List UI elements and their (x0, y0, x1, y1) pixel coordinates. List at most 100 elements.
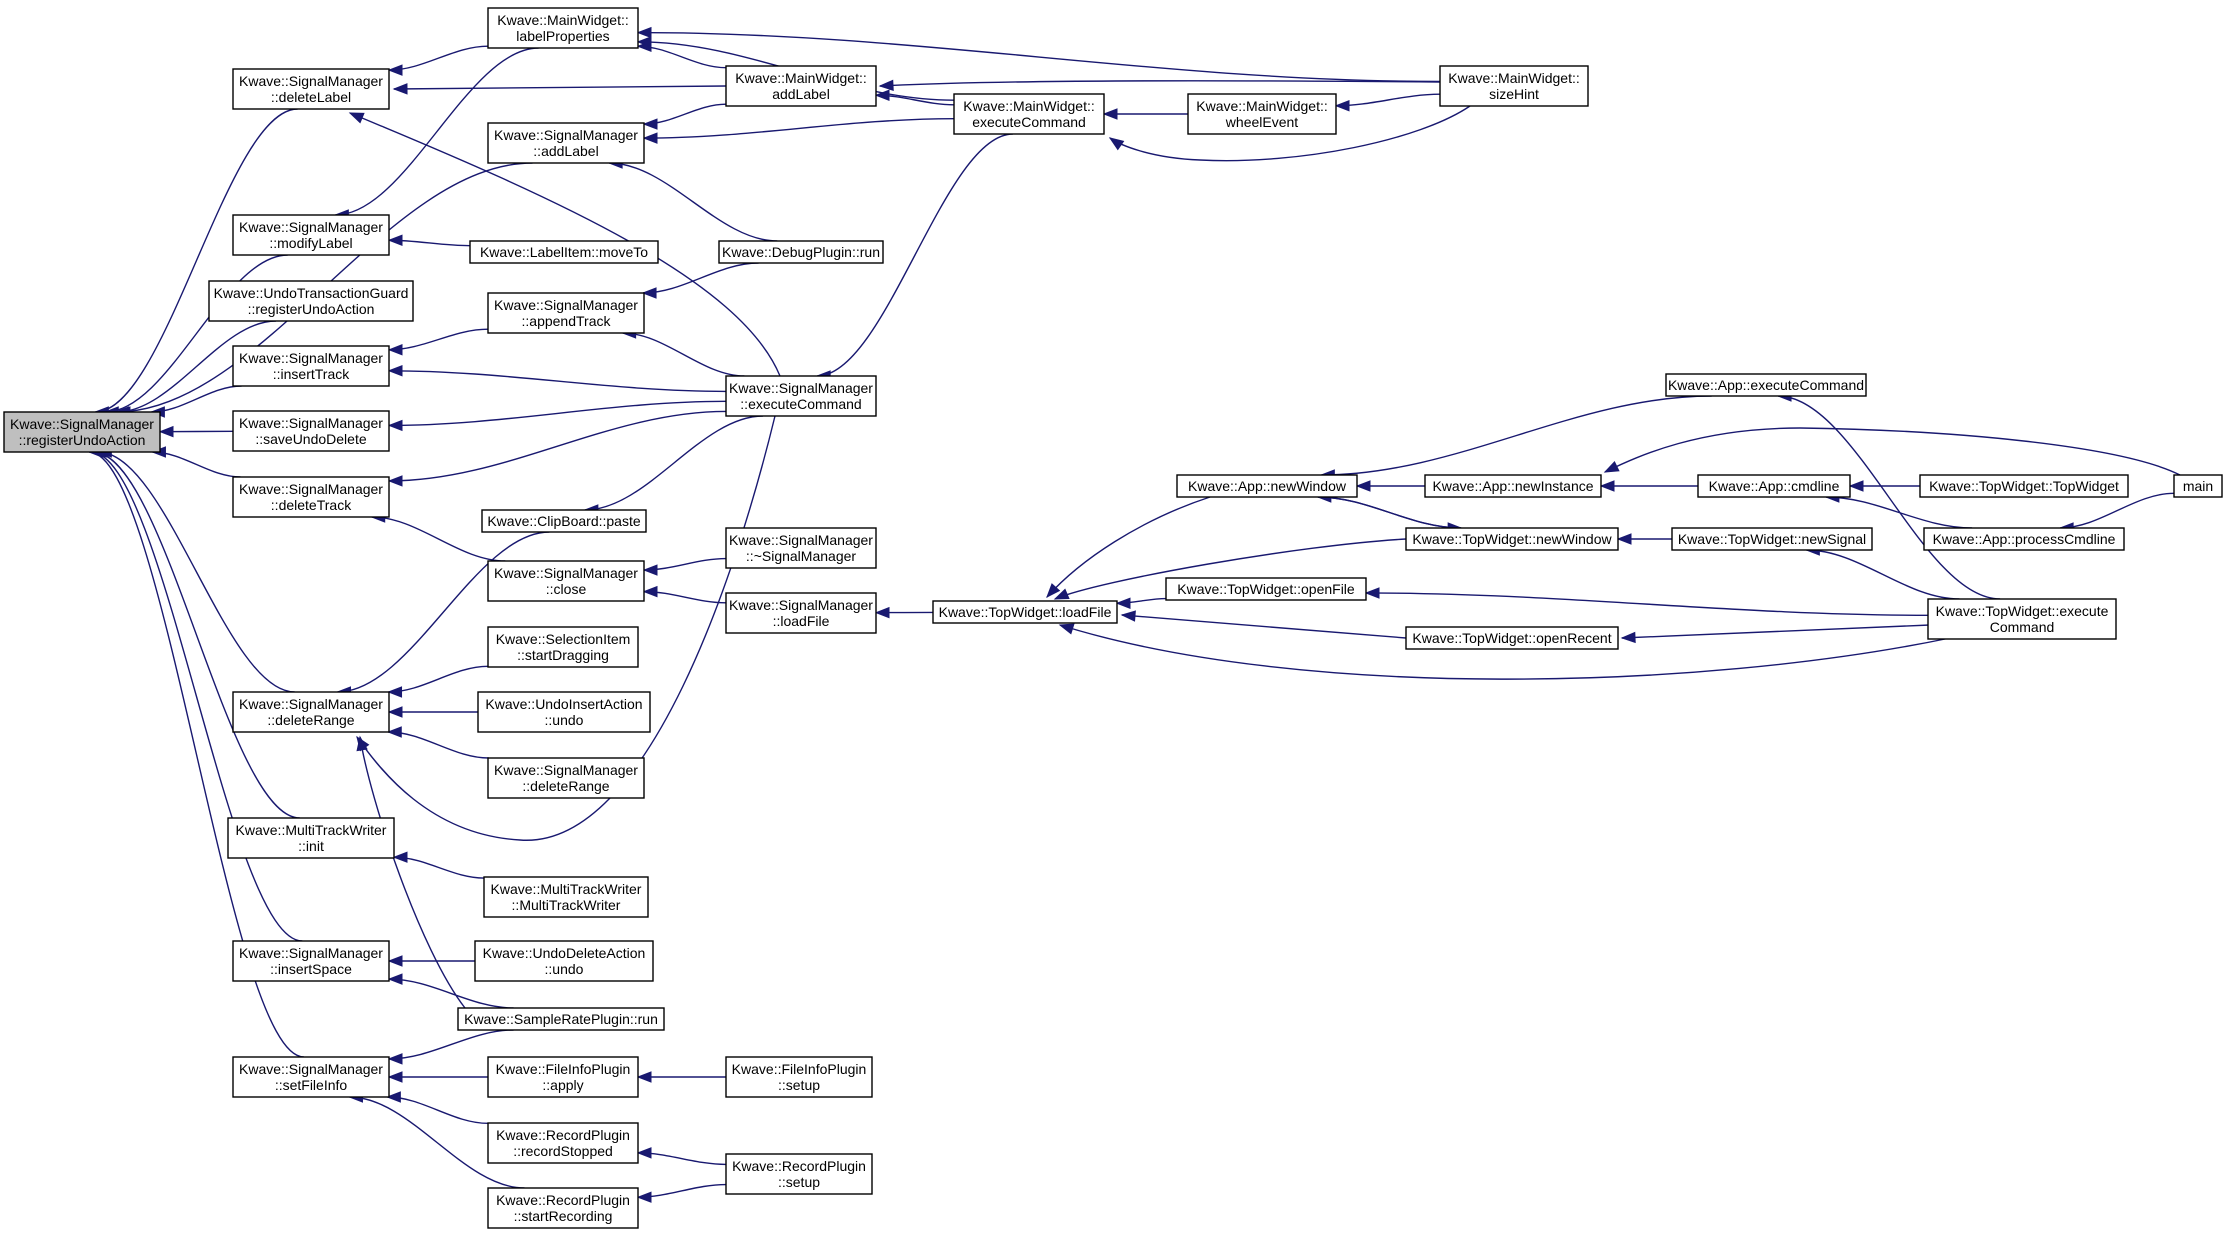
graph-node-tw-ctor[interactable]: Kwave::TopWidget::TopWidget (1919, 474, 2129, 498)
arrowhead (158, 425, 174, 438)
call-edge-tw_openFile-to-tw_loadFile (1115, 597, 1167, 609)
arrowhead (642, 132, 658, 144)
node-label: Kwave::RecordPlugin (496, 1192, 630, 1208)
call-edge-sm_deleteTrack-to-root (151, 446, 241, 478)
edge-line (151, 385, 242, 413)
edge-line (349, 1096, 525, 1189)
graph-node-mw-executeCommand[interactable]: Kwave::MainWidget::executeCommand (953, 93, 1105, 135)
edge-line (1317, 496, 1462, 529)
call-edge-li_moveTo-to-sm_modifyLabel (387, 234, 471, 247)
node-label: Kwave::SignalManager (494, 297, 638, 313)
arrowhead (1053, 588, 1070, 600)
graph-node-tw-loadFile[interactable]: Kwave::TopWidget::loadFile (932, 600, 1118, 624)
graph-node-mw-labelProperties[interactable]: Kwave::MainWidget::labelProperties (487, 7, 639, 49)
node-label: Kwave::MainWidget:: (963, 98, 1095, 114)
graph-node-sm-loadFile[interactable]: Kwave::SignalManager::loadFile (725, 592, 877, 634)
graph-node-sm-dtor[interactable]: Kwave::SignalManager::~SignalManager (725, 527, 877, 569)
edge-line (105, 254, 288, 413)
graph-node-sm-modifyLabel[interactable]: Kwave::SignalManager::modifyLabel (232, 214, 390, 256)
node-box (718, 240, 884, 264)
graph-node-sm-deleteRange[interactable]: Kwave::SignalManager::deleteRange (232, 691, 390, 733)
arrowhead (387, 475, 403, 487)
graph-node-app-newInstance[interactable]: Kwave::App::newInstance (1424, 474, 1602, 498)
graph-node-utg-register[interactable]: Kwave::UndoTransactionGuard::registerUnd… (208, 280, 414, 322)
graph-node-cb-paste[interactable]: Kwave::ClipBoard::paste (481, 509, 647, 533)
edge-line (1778, 395, 2001, 600)
arrowhead (392, 851, 408, 863)
graph-node-uia-undo[interactable]: Kwave::UndoInsertAction::undo (477, 691, 651, 733)
node-box (487, 1187, 639, 1229)
graph-node-li-moveTo[interactable]: Kwave::LabelItem::moveTo (469, 240, 659, 264)
arrowhead (636, 1147, 652, 1159)
node-box (487, 122, 645, 164)
graph-node-root[interactable]: Kwave::SignalManager::registerUndoAction (3, 411, 161, 453)
graph-node-tw-newSignal[interactable]: Kwave::TopWidget::newSignal (1671, 527, 1873, 551)
call-edge-mw_addLabel-to-sm_deleteLabel (392, 83, 727, 95)
graph-node-mw-addLabel[interactable]: Kwave::MainWidget::addLabel (725, 65, 877, 107)
graph-node-sm-insertSpace[interactable]: Kwave::SignalManager::insertSpace (232, 940, 390, 982)
node-label: Kwave::FileInfoPlugin (732, 1061, 867, 1077)
edge-line (643, 262, 759, 294)
graph-node-mw-sizeHint[interactable]: Kwave::MainWidget::sizeHint (1439, 65, 1589, 107)
graph-node-uda-undo[interactable]: Kwave::UndoDeleteAction::undo (474, 940, 654, 982)
call-edge-mw_sizeHint-to-mw_addLabel (878, 79, 1441, 92)
node-label: Kwave::UndoTransactionGuard (214, 285, 409, 301)
node-box (725, 592, 877, 634)
graph-node-dp-run[interactable]: Kwave::DebugPlugin::run (718, 240, 884, 264)
arrowhead (1620, 631, 1636, 644)
graph-node-mtw-ctor[interactable]: Kwave::MultiTrackWriter::MultiTrackWrite… (483, 876, 649, 918)
graph-node-srp-run[interactable]: Kwave::SampleRatePlugin::run (457, 1007, 665, 1031)
graph-node-mtw-init[interactable]: Kwave::MultiTrackWriter::init (227, 817, 395, 859)
graph-node-sm-insertTrack[interactable]: Kwave::SignalManager::insertTrack (232, 345, 390, 387)
edge-line (388, 370, 727, 393)
edge-line (584, 415, 764, 511)
node-label: ::recordStopped (513, 1143, 613, 1159)
graph-node-fip-apply[interactable]: Kwave::FileInfoPlugin::apply (487, 1056, 639, 1098)
graph-node-fip-setup[interactable]: Kwave::FileInfoPlugin::setup (725, 1056, 873, 1098)
graph-node-sm-appendTrack[interactable]: Kwave::SignalManager::appendTrack (487, 292, 645, 334)
graph-node-rp-startRecording[interactable]: Kwave::RecordPlugin::startRecording (487, 1187, 639, 1229)
graph-node-sm-close[interactable]: Kwave::SignalManager::close (487, 560, 645, 602)
graph-node-tw-openFile[interactable]: Kwave::TopWidget::openFile (1165, 577, 1367, 601)
call-edge-mw_sizeHint-to-mw_executeCommand (1108, 105, 1471, 162)
node-label: Kwave::SignalManager (729, 532, 873, 548)
graph-node-sm-deleteTrack[interactable]: Kwave::SignalManager::deleteTrack (232, 476, 390, 518)
graph-node-tw-openRecent[interactable]: Kwave::TopWidget::openRecent (1405, 626, 1619, 650)
graph-node-sm-saveUndoDelete[interactable]: Kwave::SignalManager::saveUndoDelete (232, 410, 390, 452)
graph-node-app-executeCommand[interactable]: Kwave::App::executeCommand (1665, 373, 1867, 397)
call-edge-uia_undo-to-sm_deleteRange (387, 706, 478, 718)
node-box (481, 509, 647, 533)
edge-line (1054, 538, 1407, 600)
call-edge-dp_run-to-sm_addLabel (607, 157, 778, 242)
arrowhead (387, 344, 403, 356)
graph-node-sm-deleteLabel[interactable]: Kwave::SignalManager::deleteLabel (232, 68, 390, 110)
edge-line (609, 162, 778, 242)
node-label: Kwave::MultiTrackWriter (236, 822, 387, 838)
graph-node-tw-executeCommand[interactable]: Kwave::TopWidget::executeCommand (1927, 598, 2117, 640)
node-label: Kwave::TopWidget::newWindow (1412, 531, 1612, 547)
graph-node-app-cmdline[interactable]: Kwave::App::cmdline (1697, 474, 1851, 498)
edge-line (388, 978, 514, 1009)
node-box (487, 560, 645, 602)
graph-node-rp-setup[interactable]: Kwave::RecordPlugin::setup (725, 1153, 873, 1195)
graph-node-tw-newWindow[interactable]: Kwave::TopWidget::newWindow (1405, 527, 1619, 551)
graph-node-si-startDragging[interactable]: Kwave::SelectionItem::startDragging (487, 626, 639, 668)
graph-node-main[interactable]: main (2173, 474, 2223, 498)
graph-node-sm-deleteRange2[interactable]: Kwave::SignalManager::deleteRange (487, 757, 645, 799)
call-edge-app_cmdline-to-app_newInstance (1599, 480, 1698, 492)
graph-node-mw-wheelEvent[interactable]: Kwave::MainWidget::wheelEvent (1187, 93, 1337, 135)
edge-line (1335, 93, 1441, 107)
graph-node-sm-setFileInfo[interactable]: Kwave::SignalManager::setFileInfo (232, 1056, 390, 1098)
call-graph-nodes: Kwave::SignalManager::registerUndoAction… (3, 7, 2223, 1229)
graph-node-sm-executeCommand[interactable]: Kwave::SignalManager::executeCommand (725, 375, 877, 417)
node-label: ::MultiTrackWriter (512, 897, 621, 913)
graph-node-sm-addLabel[interactable]: Kwave::SignalManager::addLabel (487, 122, 645, 164)
node-label: Kwave::MainWidget:: (735, 70, 867, 86)
node-label: Kwave::UndoDeleteAction (483, 945, 646, 961)
node-label: Kwave::MultiTrackWriter (491, 881, 642, 897)
graph-node-rp-recordStopped[interactable]: Kwave::RecordPlugin::recordStopped (487, 1122, 639, 1164)
graph-node-app-processCmdline[interactable]: Kwave::App::processCmdline (1923, 527, 2125, 551)
arrowhead (636, 1191, 652, 1203)
graph-node-app-newWindow[interactable]: Kwave::App::newWindow (1176, 474, 1358, 498)
